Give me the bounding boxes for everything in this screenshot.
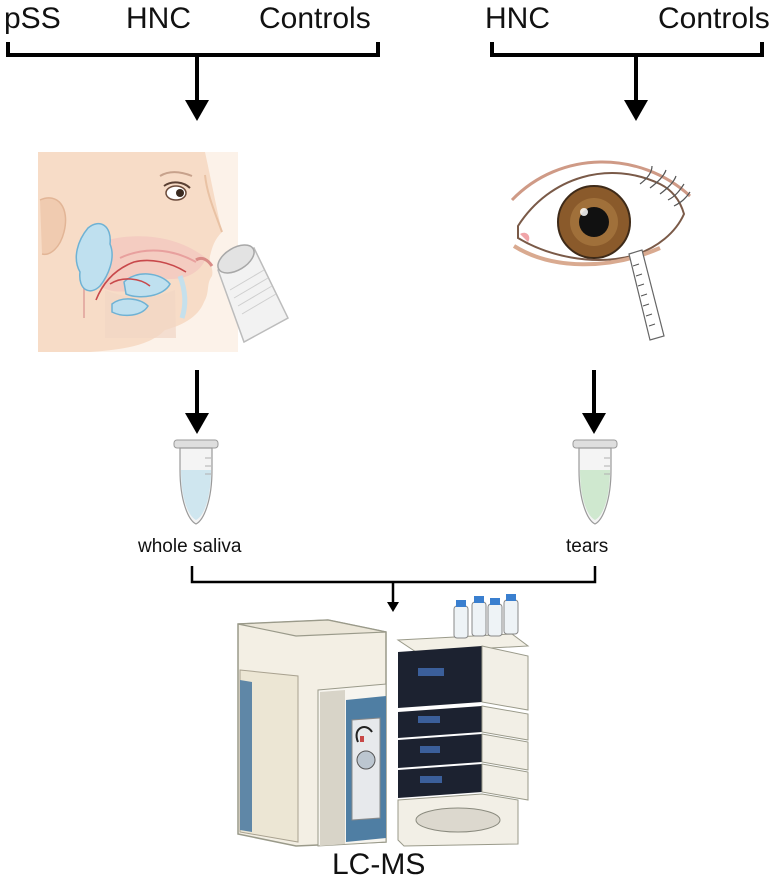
group-label-pss: pSS — [4, 2, 61, 35]
sample-label-whole-saliva: whole saliva — [138, 536, 242, 557]
merge-arrowhead — [387, 602, 399, 612]
left-group-bracket — [6, 42, 380, 57]
hplc-stack — [396, 594, 530, 847]
sample-merge-bracket — [190, 566, 597, 605]
group-label-hnc-right: HNC — [485, 2, 550, 35]
group-label-controls-left: Controls — [259, 2, 371, 35]
group-label-controls-right: Controls — [658, 2, 770, 35]
tears-tube — [572, 439, 618, 525]
collection-cup — [217, 244, 289, 344]
right-group-bracket — [490, 42, 764, 57]
schirmer-strip — [628, 249, 665, 341]
sample-label-tears: tears — [566, 536, 609, 557]
mass-spectrometer — [237, 619, 387, 847]
group-label-hnc-left: HNC — [126, 2, 191, 35]
solvent-bottles — [453, 594, 519, 639]
saliva-tube — [173, 439, 219, 525]
instrument-label: LC-MS — [332, 848, 426, 881]
hplc-modules — [397, 645, 529, 847]
